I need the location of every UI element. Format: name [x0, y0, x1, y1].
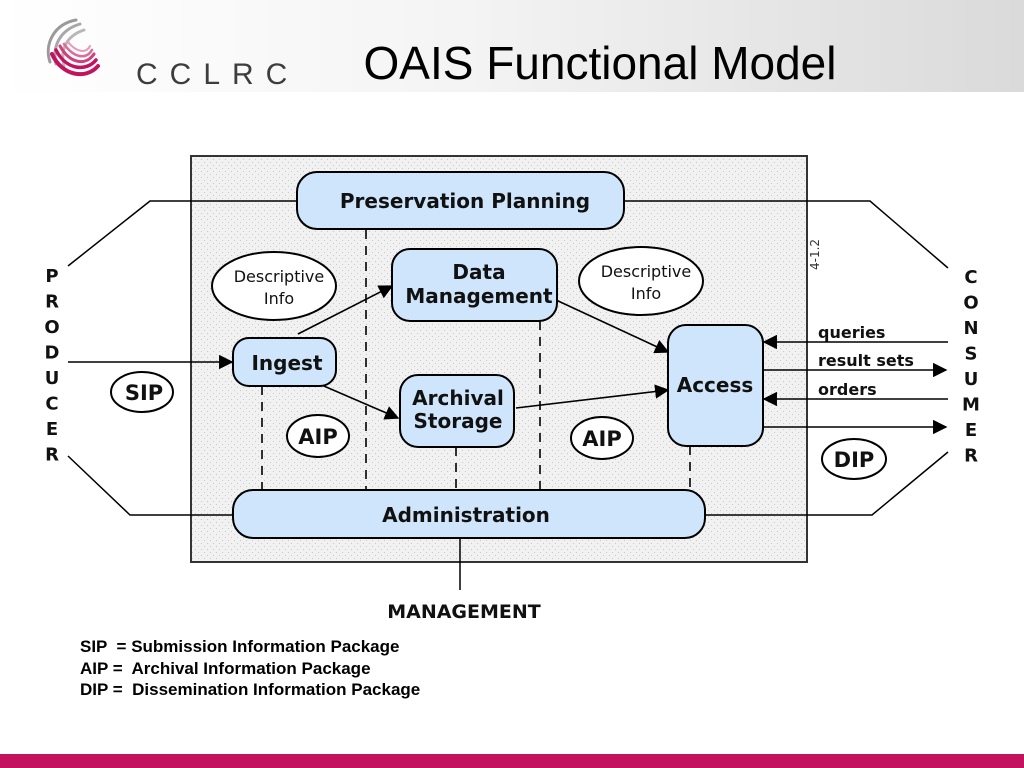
sip-oval [110, 371, 174, 413]
producer-bracket-bottom [67, 455, 234, 516]
figure-ref: 4-1.2 [808, 239, 822, 270]
administration-box [232, 489, 706, 539]
dip-label: DIP [834, 448, 875, 472]
producer-letter: R [45, 445, 59, 466]
preservation-planning-label: Preservation Planning [340, 189, 590, 213]
descriptive-info-right-line2: Info [631, 284, 661, 303]
consumer-letter: S [965, 344, 978, 365]
aip-right-oval [570, 416, 634, 460]
consumer-letter: R [964, 446, 978, 467]
data-management-label-line1: Data [452, 260, 505, 284]
consumer-letter: U [964, 369, 979, 390]
footer-bar [0, 754, 1024, 768]
cclrc-swirl-icon [46, 18, 100, 76]
cclrc-logo: CCLRC [36, 14, 287, 94]
header-band [0, 0, 1024, 92]
legend-dip: DIP = Dissemination Information Package [80, 680, 421, 699]
logo-text: CCLRC [136, 58, 300, 91]
descriptive-info-left-line2: Info [264, 289, 294, 308]
archival-storage-label-line2: Storage [414, 409, 503, 433]
arrow-archival-storage-to-access [515, 384, 670, 409]
consumer-letter: N [963, 318, 978, 339]
aip-left-label: AIP [298, 425, 337, 449]
consumer-letter: C [964, 267, 977, 288]
producer-letter: E [46, 419, 58, 440]
producer-letter: C [45, 394, 58, 415]
producer-letter: D [45, 343, 60, 364]
aip-right-label: AIP [582, 427, 621, 451]
sip-label: SIP [125, 381, 163, 405]
legend-aip: AIP = Archival Information Package [80, 658, 371, 678]
data-management-box [391, 248, 558, 322]
management-label: MANAGEMENT [387, 601, 541, 623]
preservation-planning-box [296, 171, 625, 230]
ingest-label: Ingest [251, 351, 322, 375]
orders-label: orders [818, 380, 877, 399]
archival-storage-label-line1: Archival [412, 386, 504, 410]
descriptive-info-right-line1: Descriptive [601, 262, 692, 281]
legend: SIP = Submission Information Package AIP… [80, 636, 420, 701]
data-management-label-line2: Management [405, 284, 553, 308]
aip-left-oval [286, 414, 350, 458]
descriptive-info-left-oval [211, 251, 337, 321]
arrow-data-management-to-access [555, 299, 670, 354]
producer-bracket-top [67, 200, 298, 267]
consumer-bracket-bottom [704, 451, 949, 516]
access-box [667, 324, 764, 447]
ingest-box [232, 337, 337, 387]
consumer-letter: O [963, 293, 978, 314]
producer-letter: P [45, 266, 58, 287]
consumer-letter: M [962, 395, 980, 416]
arrow-ingest-to-data-management [297, 285, 394, 335]
descriptive-info-left-line1: Descriptive [234, 267, 325, 286]
consumer-letter: E [965, 420, 977, 441]
administration-label: Administration [382, 503, 550, 527]
descriptive-info-right-oval [578, 246, 704, 316]
dip-oval [821, 438, 887, 480]
producer-letter: U [45, 368, 60, 389]
producer-letter: R [45, 292, 59, 313]
access-label: Access [677, 373, 754, 397]
legend-sip: SIP = Submission Information Package [80, 637, 400, 656]
result-sets-label: result sets [818, 351, 914, 370]
producer-letter: O [44, 317, 59, 338]
queries-label: queries [818, 323, 885, 342]
consumer-bracket-top [624, 200, 949, 269]
archival-storage-box [399, 374, 515, 448]
page-title: OAIS Functional Model [363, 37, 837, 89]
